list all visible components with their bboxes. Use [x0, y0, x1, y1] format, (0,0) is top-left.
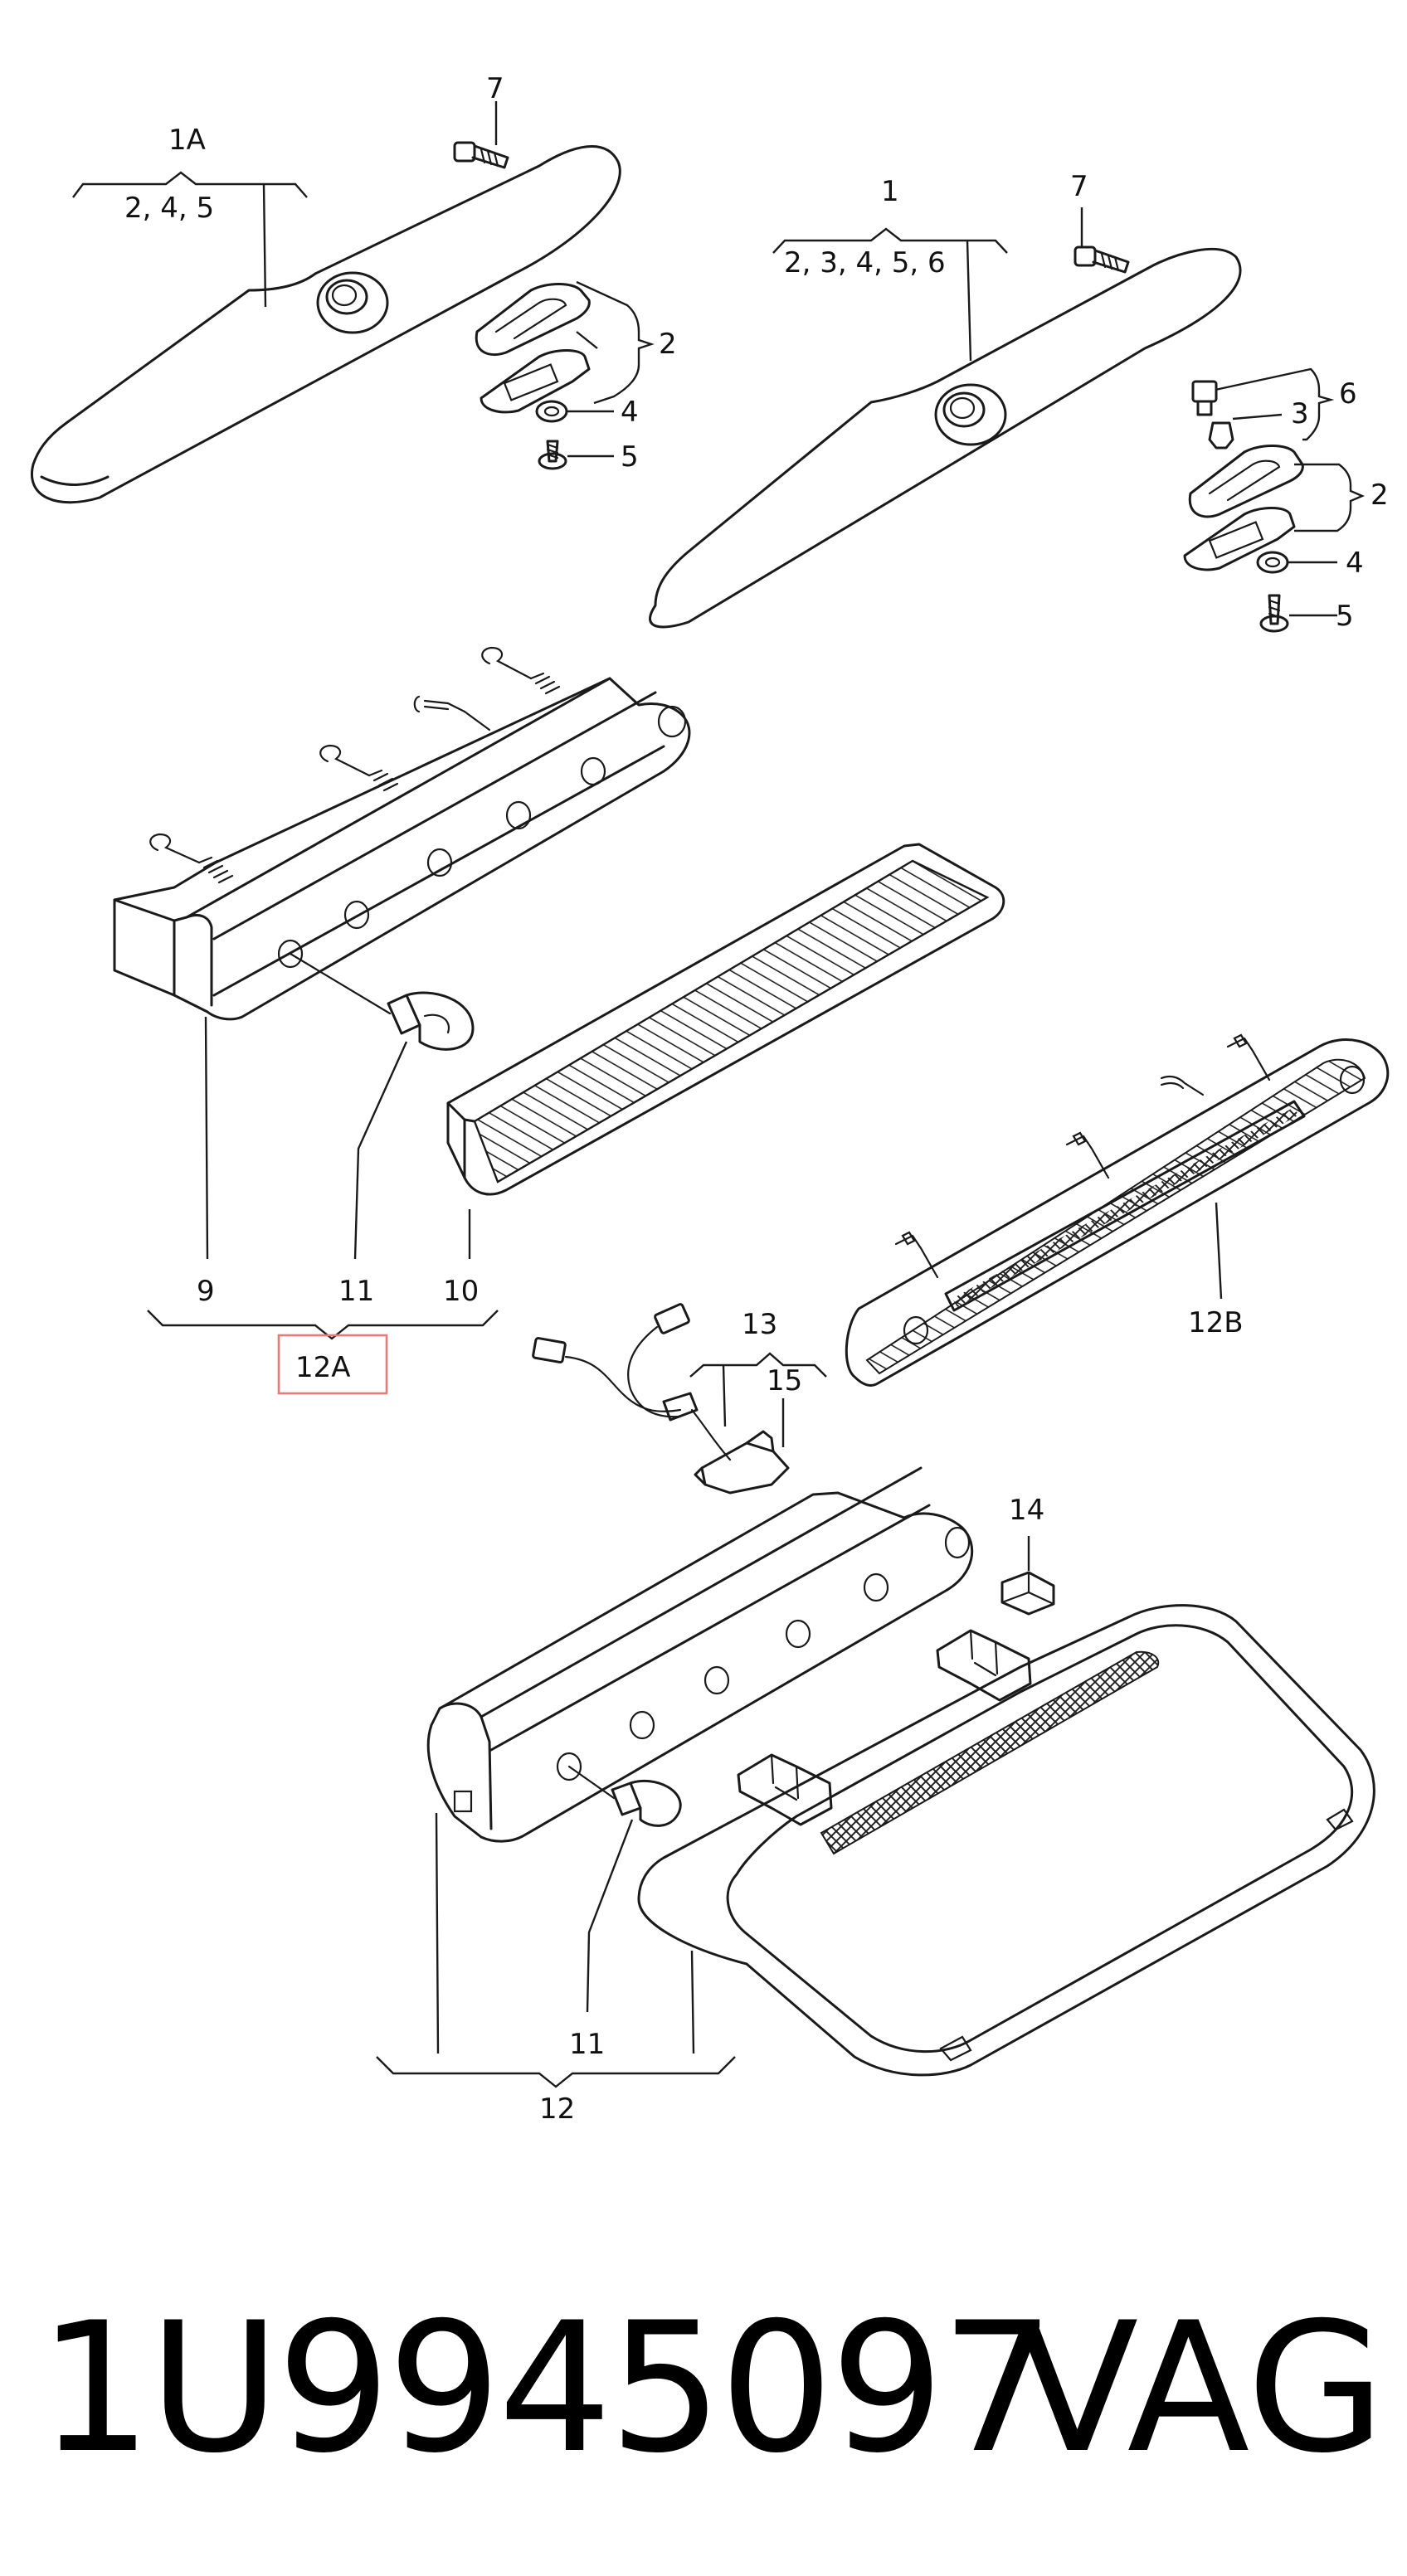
label-4-left: 4 [621, 396, 639, 429]
screw-5-left: 5 [538, 440, 639, 474]
brand-name: VAG [1015, 2284, 1385, 2492]
footer: 1U9945097 VAG [33, 2289, 1385, 2488]
label-5-right: 5 [1336, 600, 1354, 633]
label-4-right: 4 [1346, 547, 1364, 580]
lamp-housing-9 [113, 646, 691, 1021]
label-3: 3 [1291, 397, 1309, 430]
bulb-11-bottom [567, 1765, 682, 1827]
bracket-6-socket-3: 6 3 [1191, 367, 1357, 450]
label-5-left: 5 [621, 440, 639, 474]
label-12: 12 [539, 2092, 575, 2126]
label-9: 9 [197, 1275, 215, 1308]
label-1-includes: 2, 3, 4, 5, 6 [784, 246, 946, 279]
bracket-label-1: 1 2, 3, 4, 5, 6 [772, 175, 1008, 362]
label-10: 10 [443, 1275, 479, 1308]
label-12b: 12B [1188, 1306, 1244, 1339]
highlight-12a: 12A [277, 1334, 388, 1395]
label-7-right: 7 [1070, 170, 1088, 203]
label-1: 1 [881, 175, 899, 208]
label-14: 14 [1009, 1494, 1044, 1527]
washer-4-right: 4 [1256, 547, 1364, 580]
lamp-housing-bracket [637, 1604, 1375, 2077]
led-lamp-12b: 12B [845, 1033, 1390, 1387]
lamp-lens-10 [446, 843, 1005, 1196]
wiring-harness-13 [532, 1303, 790, 1495]
bolt-7-left: 7 [453, 72, 509, 169]
label-12a: 12A [295, 1351, 351, 1384]
bolt-7-right: 7 [1070, 170, 1130, 274]
leaders-12: 11 12 [376, 1812, 736, 2126]
spoiler-cover-1 [649, 247, 1242, 629]
label-11-top: 11 [338, 1275, 374, 1308]
leaders-12a: 9 11 10 [147, 1016, 499, 1340]
screw-5-right: 5 [1259, 594, 1354, 633]
bottom-sockets [556, 1572, 889, 1781]
bulb-11-left [289, 952, 475, 1051]
bracket-label-1a: 1A 2, 4, 5 [72, 124, 308, 308]
spring-contacts [149, 646, 561, 884]
bracket-label-13: 13 15 [689, 1308, 827, 1447]
part-number: 1U9945097 [38, 2284, 1055, 2492]
label-1a: 1A [168, 124, 206, 157]
label-7-left: 7 [486, 72, 504, 105]
spoiler-cover-1a [31, 145, 621, 504]
frame-2-left: 2 [475, 280, 677, 414]
label-6: 6 [1339, 377, 1357, 411]
label-2-left: 2 [659, 328, 677, 361]
lamp-body-12 [426, 1466, 974, 1843]
highlight-box [277, 1334, 388, 1395]
label-1a-includes: 2, 4, 5 [124, 192, 214, 225]
label-11-bottom: 11 [569, 2028, 605, 2061]
washer-4-left: 4 [535, 396, 639, 429]
label-2-right: 2 [1370, 479, 1389, 512]
frame-2-right: 2 [1183, 445, 1389, 571]
clip-14: 14 [1000, 1494, 1055, 1616]
label-15: 15 [767, 1364, 802, 1397]
label-13: 13 [742, 1308, 777, 1341]
bulb-sockets [277, 756, 606, 969]
